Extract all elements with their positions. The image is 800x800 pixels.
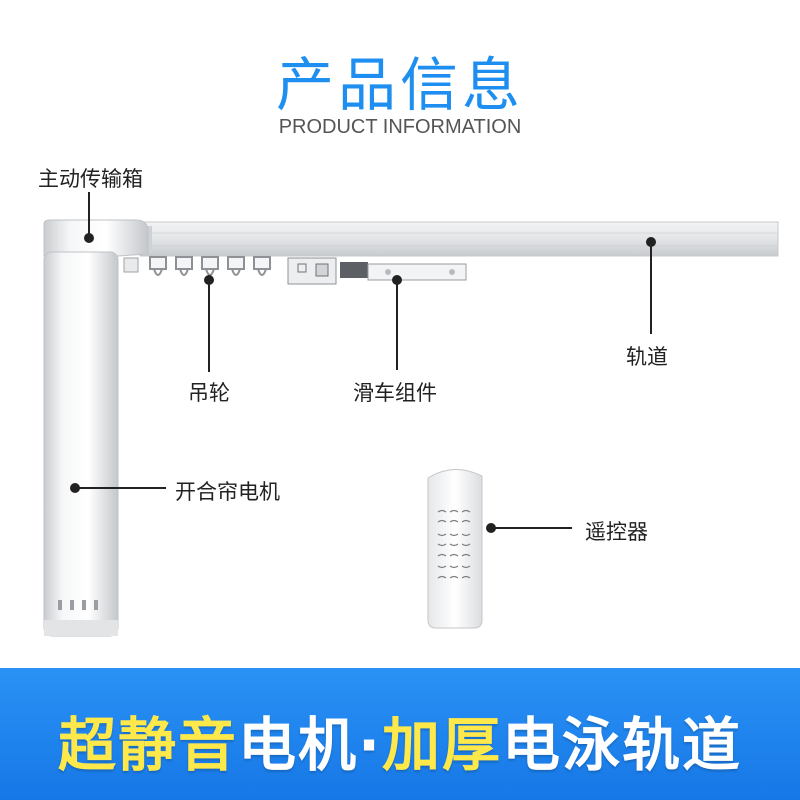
label-motor: 开合帘电机	[175, 480, 280, 504]
callout-pulley	[204, 275, 214, 372]
label-gearbox: 主动传输箱	[38, 167, 143, 191]
callout-gearbox	[84, 192, 94, 243]
gearbox-housing	[43, 219, 149, 257]
callout-track	[646, 237, 656, 334]
callout-remote	[486, 523, 572, 533]
pulley-hooks	[123, 256, 271, 276]
label-carriage: 滑车组件	[353, 381, 437, 405]
track-rail	[139, 221, 779, 257]
slogan-part-1: 超静音	[57, 711, 238, 779]
slogan-part-3: 加厚	[382, 711, 503, 779]
motor-body	[43, 251, 119, 637]
label-remote: 遥控器	[585, 520, 648, 544]
carriage-assembly	[287, 257, 467, 285]
page-title: 产品信息	[275, 51, 524, 119]
promo-banner: 超静音电机·加厚电泳轨道	[0, 668, 800, 800]
promo-slogan: 超静音电机·加厚电泳轨道	[0, 698, 800, 782]
page-subtitle: PRODUCT INFORMATION	[278, 116, 522, 138]
callout-carriage	[392, 275, 402, 370]
callout-motor	[70, 483, 166, 493]
label-track: 轨道	[626, 345, 668, 369]
product-illustration	[43, 192, 779, 637]
slogan-part-2: 电机·	[237, 711, 383, 779]
remote-control	[427, 469, 483, 629]
label-pulley: 吊轮	[188, 381, 230, 405]
slogan-part-4: 电泳轨道	[502, 711, 743, 779]
